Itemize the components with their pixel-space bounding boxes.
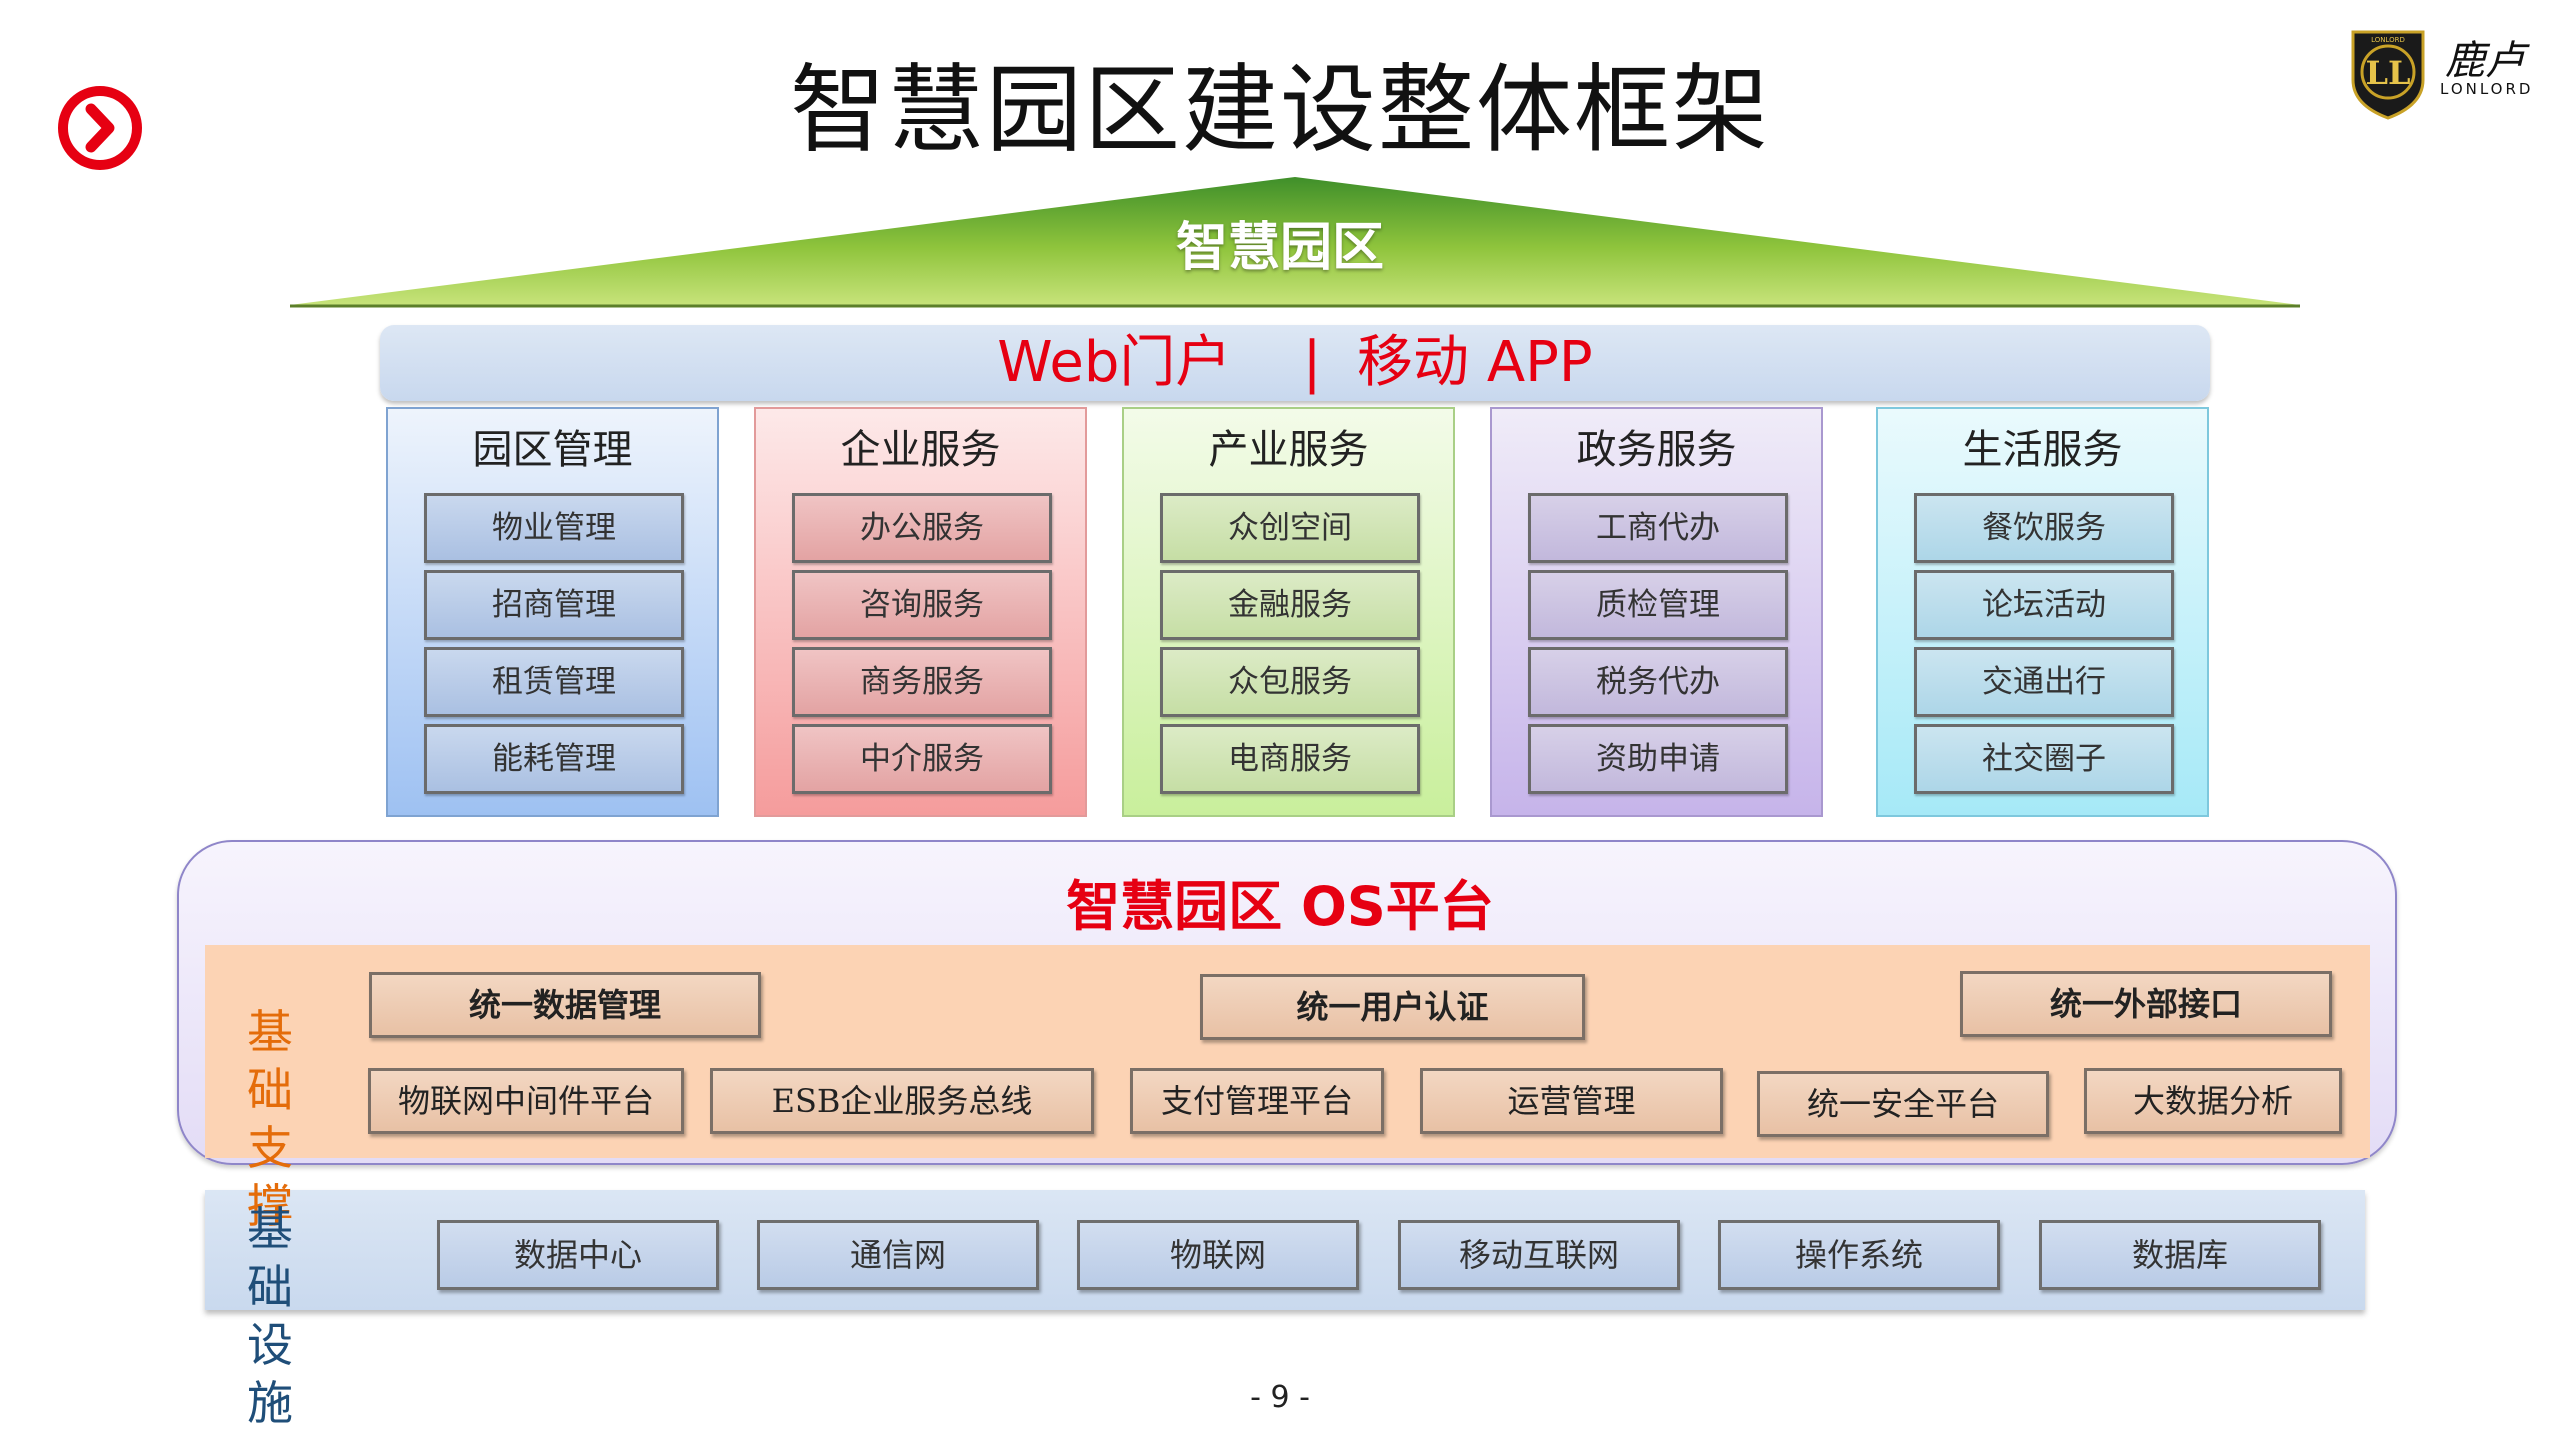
- service-item: 办公服务: [792, 493, 1052, 563]
- service-item: 物业管理: [424, 493, 684, 563]
- portal-text: Web门户 | 移动 APP: [997, 330, 1593, 395]
- service-item: 资助申请: [1528, 724, 1788, 794]
- service-item: 招商管理: [424, 570, 684, 640]
- service-item: 电商服务: [1160, 724, 1420, 794]
- service-item: 众包服务: [1160, 647, 1420, 717]
- lonlord-logo-icon: LL LONLORD: [2351, 30, 2425, 120]
- service-item: 税务代办: [1528, 647, 1788, 717]
- service-item: 交通出行: [1914, 647, 2174, 717]
- service-column-industry-services: 产业服务 众创空间 金融服务 众包服务 电商服务: [1122, 407, 1455, 817]
- service-item: 众创空间: [1160, 493, 1420, 563]
- infra-box-iot: 物联网: [1077, 1220, 1359, 1290]
- infra-box-database: 数据库: [2039, 1220, 2321, 1290]
- infra-box-os: 操作系统: [1718, 1220, 2000, 1290]
- support-box-esb: ESB企业服务总线: [710, 1068, 1094, 1134]
- service-column-title: 政务服务: [1576, 427, 1737, 473]
- service-item: 论坛活动: [1914, 570, 2174, 640]
- service-column-title: 园区管理: [472, 427, 633, 473]
- service-column-park-management: 园区管理 物业管理 招商管理 租赁管理 能耗管理: [386, 407, 719, 817]
- support-box-operations: 运营管理: [1420, 1068, 1723, 1134]
- service-item: 商务服务: [792, 647, 1052, 717]
- service-column-title: 产业服务: [1208, 427, 1369, 473]
- next-arrow-icon[interactable]: [55, 83, 145, 173]
- service-item: 租赁管理: [424, 647, 684, 717]
- support-box-unified-auth: 统一用户认证: [1200, 974, 1585, 1040]
- service-column-enterprise-services: 企业服务 办公服务 咨询服务 商务服务 中介服务: [754, 407, 1087, 817]
- page-number: - 9 -: [1250, 1380, 1310, 1415]
- service-item: 能耗管理: [424, 724, 684, 794]
- service-item: 咨询服务: [792, 570, 1052, 640]
- service-item: 中介服务: [792, 724, 1052, 794]
- infra-box-data-center: 数据中心: [437, 1220, 719, 1290]
- logo-english-text: LONLORD: [2440, 80, 2534, 98]
- support-vertical-label: 基 础 支 撑: [247, 1005, 293, 1233]
- support-box-unified-interface: 统一外部接口: [1960, 971, 2332, 1037]
- service-item: 金融服务: [1160, 570, 1420, 640]
- service-column-title: 生活服务: [1962, 427, 2123, 473]
- roof-shape: [290, 177, 2300, 308]
- roof-label: 智慧园区: [1175, 218, 1384, 278]
- infra-box-mobile-internet: 移动互联网: [1398, 1220, 1680, 1290]
- service-column-title: 企业服务: [840, 427, 1001, 473]
- service-item: 质检管理: [1528, 570, 1788, 640]
- service-item: 餐饮服务: [1914, 493, 2174, 563]
- support-box-payment: 支付管理平台: [1130, 1068, 1384, 1134]
- support-box-big-data: 大数据分析: [2084, 1068, 2342, 1134]
- logo-mark: LL: [2366, 54, 2411, 92]
- logo-chinese-text: 鹿卢: [2445, 38, 2525, 84]
- support-box-unified-data: 统一数据管理: [369, 972, 761, 1038]
- infra-box-comm-network: 通信网: [757, 1220, 1039, 1290]
- service-column-life-services: 生活服务 餐饮服务 论坛活动 交通出行 社交圈子: [1876, 407, 2209, 817]
- logo-small-text: LONLORD: [2371, 36, 2405, 44]
- service-item: 工商代办: [1528, 493, 1788, 563]
- support-box-security: 统一安全平台: [1757, 1071, 2049, 1137]
- service-item: 社交圈子: [1914, 724, 2174, 794]
- support-box-iot-middleware: 物联网中间件平台: [368, 1068, 684, 1134]
- infrastructure-vertical-label: 基 础 设 施: [247, 1202, 293, 1430]
- page-title: 智慧园区建设整体框架: [790, 54, 1770, 166]
- portal-bar: Web门户 | 移动 APP: [380, 325, 2210, 401]
- os-platform-title: 智慧园区 OS平台: [1066, 875, 1494, 938]
- service-column-government-services: 政务服务 工商代办 质检管理 税务代办 资助申请: [1490, 407, 1823, 817]
